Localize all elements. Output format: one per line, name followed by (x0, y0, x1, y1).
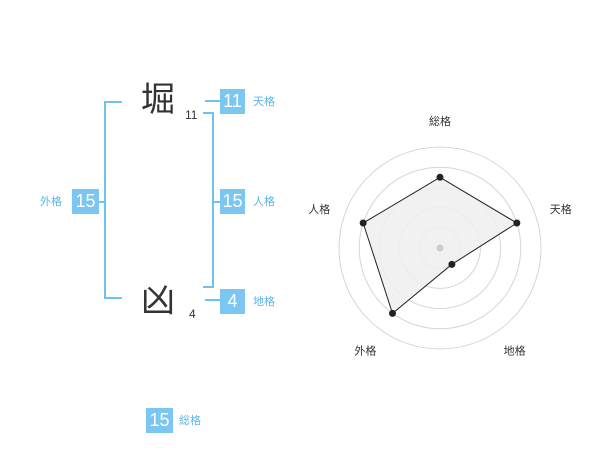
gaikaku-badge: 15 (72, 189, 99, 214)
jinkaku-label: 人格 (253, 195, 275, 208)
given-character: 凶 (141, 281, 175, 321)
tenkaku-connector (205, 100, 220, 102)
radar-point-4 (389, 309, 397, 317)
chikaku-badge: 4 (220, 289, 245, 314)
radar-ring-4 (358, 166, 522, 330)
radar-axis-label-4: 外格 (354, 344, 376, 358)
radar-point-1 (436, 173, 444, 181)
surname-stroke-count: 11 (185, 108, 198, 122)
given-stroke-count: 4 (189, 307, 196, 321)
radar-point-2 (513, 219, 521, 227)
jinkaku-badge: 15 (220, 189, 245, 214)
tenkaku-badge: 11 (220, 89, 245, 114)
tenkaku-label: 天格 (253, 95, 275, 108)
chikaku-connector (205, 299, 220, 301)
radar-center-point (436, 244, 444, 252)
radar-point-5 (359, 219, 367, 227)
chikaku-label: 地格 (253, 295, 275, 308)
radar-shape (359, 173, 521, 317)
radar-axis-label-1: 総格 (429, 114, 451, 128)
radar-point-3 (448, 260, 456, 268)
soukaku-badge: 15 (146, 408, 173, 433)
radar-axis-label-5: 人格 (308, 202, 330, 216)
radar-axis-label-3: 地格 (504, 344, 526, 358)
radar-ring-5 (338, 146, 542, 350)
surname-character: 堀 (141, 80, 175, 120)
soukaku-label: 総格 (179, 414, 201, 427)
gaikaku-label: 外格 (40, 195, 62, 208)
radar-axis-label-2: 天格 (550, 202, 572, 216)
